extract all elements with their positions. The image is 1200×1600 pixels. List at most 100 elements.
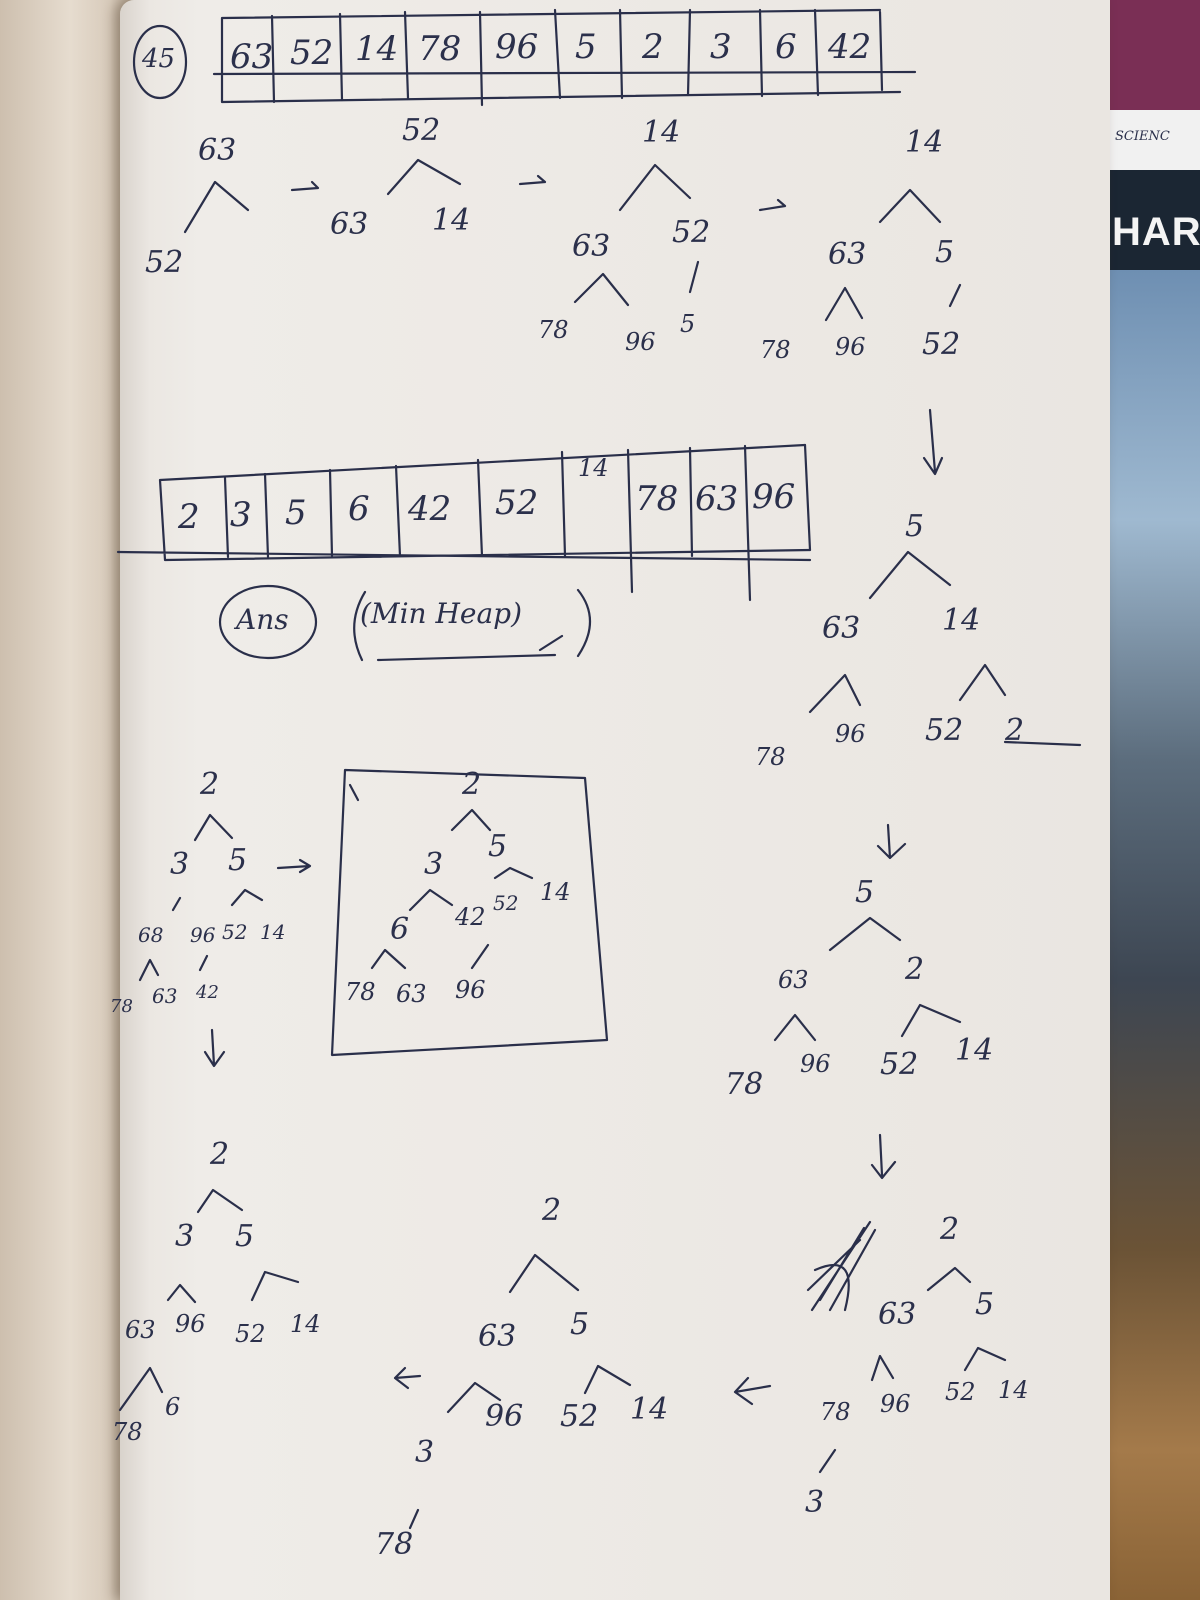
tree5-lr: 96	[835, 720, 866, 748]
left-page-edge	[0, 0, 140, 1600]
tree6-rl: 52	[880, 1047, 919, 1082]
tree9-rr: 14	[260, 920, 286, 944]
final-heap-ll: 6	[390, 912, 410, 947]
input-cell-5: 5	[575, 27, 597, 67]
input-cell-2: 14	[355, 29, 399, 69]
tree9-left: 3	[170, 847, 190, 882]
down-arrow-2	[876, 823, 907, 860]
tree9-llr: 63	[152, 984, 178, 1008]
input-cell-0: 63	[230, 37, 274, 77]
tree6-right: 2	[905, 952, 925, 987]
box-tick	[348, 783, 360, 802]
result-cell-3: 6	[348, 489, 370, 529]
input-cell-4: 96	[495, 27, 539, 67]
tree5-ll: 78	[755, 743, 786, 771]
question-circle	[132, 24, 188, 100]
result-cell-0: 2	[178, 497, 200, 537]
result-cell-2: 5	[285, 493, 307, 533]
tree3-lr: 96	[625, 328, 656, 356]
result-cell-5: 52	[495, 483, 539, 523]
tree5-left: 63	[822, 611, 861, 646]
ans-circle	[218, 584, 318, 660]
tree10-root: 2	[210, 1137, 230, 1172]
tree3-edges	[618, 163, 692, 212]
tree4-children-edges	[824, 283, 962, 322]
input-cell-3: 78	[418, 29, 462, 69]
tree5-children-edges	[808, 663, 1082, 747]
tree10-rl: 52	[235, 1320, 266, 1348]
result-array-dividers	[223, 443, 812, 602]
result-cell-1: 3	[230, 495, 252, 535]
min-heap-parens	[353, 588, 591, 662]
tree10-edges	[196, 1188, 244, 1214]
tree7-lr: 96	[880, 1390, 911, 1418]
tree9-right: 5	[228, 843, 248, 878]
tree8-lll: 78	[375, 1527, 414, 1562]
tree2-right: 14	[432, 203, 471, 238]
final-heap-edges	[370, 808, 534, 970]
tree9-lll: 78	[110, 996, 133, 1017]
arrow-3	[758, 198, 787, 212]
down-arrow-3	[870, 1133, 897, 1180]
tree6-ll: 78	[725, 1067, 764, 1102]
tree9-root: 2	[200, 767, 220, 802]
final-heap-rl: 52	[493, 891, 519, 915]
tree8-ll: 3	[415, 1435, 435, 1470]
tree6-rr: 14	[955, 1033, 994, 1068]
tree4-right: 5	[935, 235, 955, 270]
tree1-root: 63	[198, 133, 237, 168]
result-cell-6: 14	[578, 454, 609, 482]
tree8-right: 5	[570, 1307, 590, 1342]
tree1-edges	[183, 180, 250, 234]
result-cell-8: 63	[695, 479, 739, 519]
tree7-ll: 78	[820, 1398, 851, 1426]
arrow-1	[290, 180, 320, 192]
tree5-edges	[868, 550, 952, 600]
tree10-lll: 78	[112, 1418, 143, 1446]
input-cell-6: 2	[642, 27, 664, 67]
question-number: 45	[142, 44, 176, 74]
tree5-right: 14	[942, 603, 981, 638]
tree3-ll: 78	[538, 316, 569, 344]
input-cell-9: 42	[828, 27, 872, 67]
input-cell-7: 3	[710, 27, 732, 67]
tree7-rr: 14	[998, 1376, 1029, 1404]
tree4-rl: 52	[922, 327, 961, 362]
tree9-children-edges	[138, 888, 264, 982]
tree8-rr: 14	[630, 1392, 669, 1427]
tree3-rl: 5	[680, 310, 696, 338]
result-cell-4: 42	[408, 489, 452, 529]
tree10-lr: 96	[175, 1310, 206, 1338]
right-arrow	[276, 858, 312, 874]
tree10-llr: 6	[165, 1393, 181, 1421]
tree9-edges	[193, 813, 234, 842]
book-title: HAR	[1112, 210, 1200, 254]
final-heap-right: 5	[488, 829, 508, 864]
tree8-left: 63	[478, 1319, 517, 1354]
final-heap-root: 2	[462, 767, 482, 802]
tree9-ll: 68	[138, 923, 164, 947]
notebook-page	[120, 0, 1110, 1600]
final-heap-lrl: 96	[455, 976, 486, 1004]
result-cell-9: 96	[752, 477, 796, 517]
scribble	[806, 1220, 877, 1312]
input-cell-8: 6	[775, 27, 797, 67]
tree9-rl: 52	[222, 920, 248, 944]
tree2-left: 63	[330, 207, 369, 242]
tree4-edges	[878, 188, 942, 224]
tree2-edges	[386, 158, 462, 196]
tree3-root: 14	[642, 115, 681, 150]
tree7-rl: 52	[945, 1378, 976, 1406]
tree4-lr: 96	[835, 333, 866, 361]
input-cell-1: 52	[290, 33, 334, 73]
arrow-2	[518, 174, 547, 186]
tree10-rr: 14	[290, 1310, 321, 1338]
tree7-root: 2	[940, 1212, 960, 1247]
tree9-lr: 96	[190, 923, 216, 947]
min-heap-underline	[376, 634, 564, 662]
final-heap-left: 3	[424, 847, 444, 882]
tree6-left: 63	[778, 966, 809, 994]
tree8-edges	[508, 1253, 580, 1294]
down-arrow-1	[922, 408, 944, 476]
